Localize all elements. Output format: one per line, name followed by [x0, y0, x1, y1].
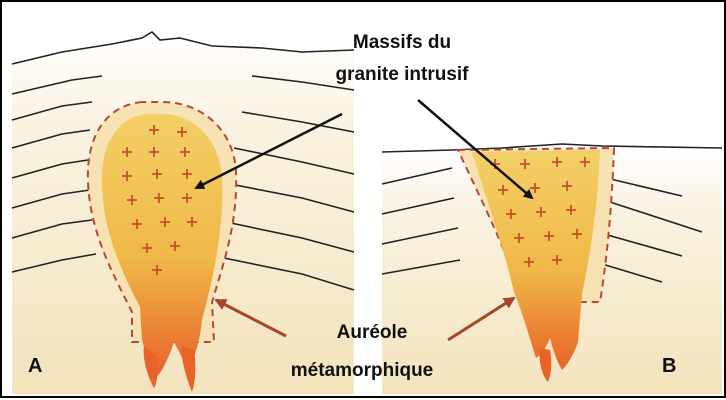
label-aureole-line2: métamorphique	[242, 360, 482, 382]
panel-b-label: B	[662, 355, 676, 377]
panel-a-label: A	[28, 355, 42, 377]
label-intrusive-granite-line1: Massifs du	[302, 32, 502, 54]
label-intrusive-granite-line2: granite intrusif	[302, 64, 502, 86]
label-aureole-line1: Auréole	[272, 322, 472, 344]
